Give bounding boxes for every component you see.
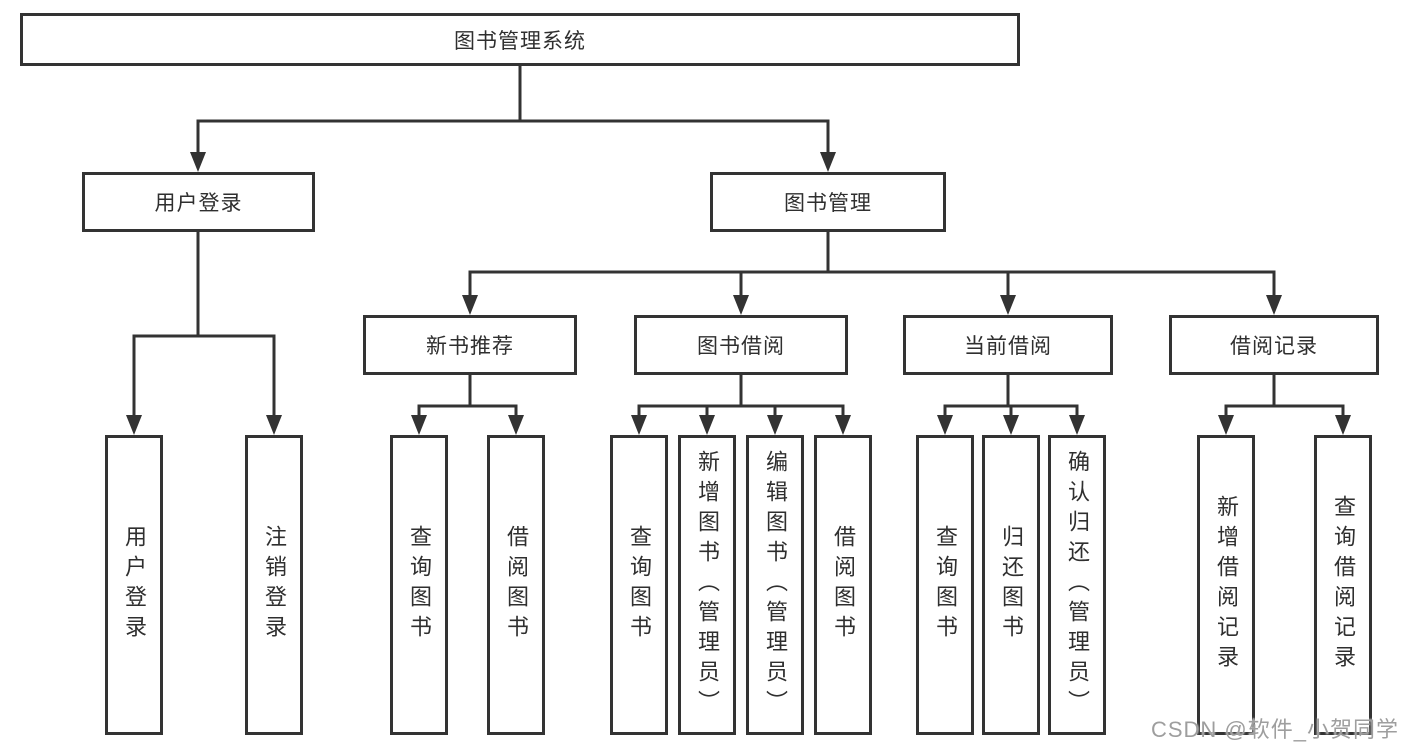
leaf-query-books-2: 查询图书	[610, 435, 668, 735]
node-current-borrow: 当前借阅	[903, 315, 1113, 375]
leaf-confirm-return-admin: 确认归还（管理员）	[1048, 435, 1106, 735]
leaf-query-books-1: 查询图书	[390, 435, 448, 735]
node-book-borrow: 图书借阅	[634, 315, 848, 375]
leaf-query-borrow-record: 查询借阅记录	[1314, 435, 1372, 735]
leaf-return-book: 归还图书	[982, 435, 1040, 735]
connector-book-management-to-level3	[462, 232, 1282, 315]
connector-borrow-records-to-leaves	[1218, 375, 1351, 435]
leaf-edit-book-admin: 编辑图书（管理员）	[746, 435, 804, 735]
leaf-user-login: 用户登录	[105, 435, 163, 735]
node-borrow-records: 借阅记录	[1169, 315, 1379, 375]
leaf-borrow-books-1: 借阅图书	[487, 435, 545, 735]
leaf-add-book-admin: 新增图书（管理员）	[678, 435, 736, 735]
connector-current-borrow-to-leaves	[937, 375, 1085, 435]
connector-user-login-to-leaves	[126, 232, 282, 435]
node-new-book-recommend: 新书推荐	[363, 315, 577, 375]
node-root: 图书管理系统	[20, 13, 1020, 66]
node-user-login: 用户登录	[82, 172, 315, 232]
node-book-management: 图书管理	[710, 172, 946, 232]
leaf-query-books-3: 查询图书	[916, 435, 974, 735]
leaf-borrow-books-2: 借阅图书	[814, 435, 872, 735]
leaf-add-borrow-record: 新增借阅记录	[1197, 435, 1255, 735]
connector-root-to-level2	[190, 66, 836, 172]
csdn-watermark: CSDN @软件_小贺同学	[1150, 717, 1399, 742]
connector-new-book-recommend-to-leaves	[411, 375, 524, 435]
leaf-logout: 注销登录	[245, 435, 303, 735]
connector-book-borrow-to-leaves	[631, 375, 851, 435]
